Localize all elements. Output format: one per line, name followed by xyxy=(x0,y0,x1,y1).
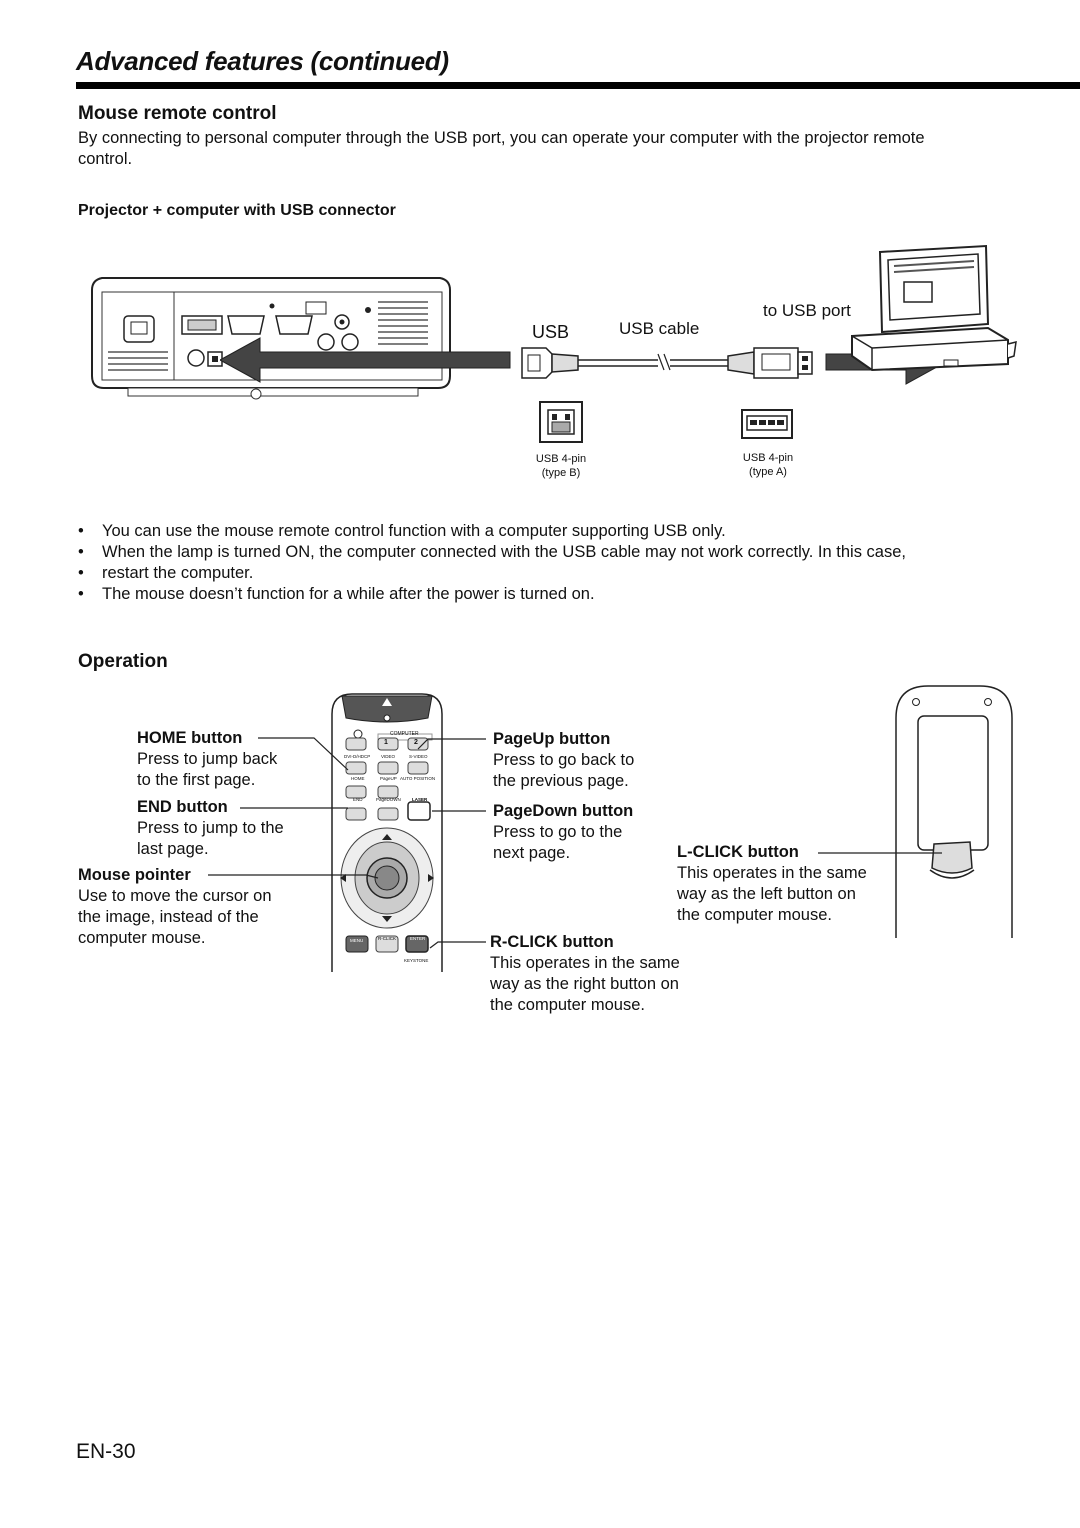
usb-cable-label: USB cable xyxy=(619,319,700,338)
remote-label-laser: LASER xyxy=(412,797,428,802)
remote-label-end[interactable]: END xyxy=(353,797,363,802)
pageup-button-desc-line2: the previous page. xyxy=(493,772,629,790)
usb-label: USB xyxy=(532,322,570,342)
mouse-pointer-desc-line3: computer mouse. xyxy=(78,929,206,947)
connector-a-caption-line1: USB 4-pin xyxy=(742,452,794,464)
remote-label-pagedown[interactable]: PageDOWN xyxy=(376,797,401,802)
rclick-button-callout: R-CLICK button This operates in the same… xyxy=(490,932,680,1016)
remote-label-dvi: DVI-D/HDCP xyxy=(344,754,371,759)
remote-label-menu[interactable]: MENU xyxy=(350,938,364,943)
end-button-title: END button xyxy=(137,798,228,816)
rclick-button-desc-line3: the computer mouse. xyxy=(490,996,645,1014)
remote-control-illustration xyxy=(331,693,443,972)
remote-label-rclick[interactable]: R-CLICK xyxy=(378,936,397,941)
mouse-pointer-desc-line1: Use to move the cursor on xyxy=(78,887,272,905)
page-title: Advanced features (continued) xyxy=(76,46,449,76)
home-button-title: HOME button xyxy=(137,729,243,747)
remote-label-2: 2 xyxy=(414,739,418,746)
note-item: The mouse doesn’t function for a while a… xyxy=(76,584,1076,605)
lclick-button-desc-line2: way as the left button on xyxy=(677,885,856,903)
intro-line-1: By connecting to personal computer throu… xyxy=(78,129,925,147)
remote-label-video: VIDEO xyxy=(381,754,396,759)
note-item-continuation: restart the computer. xyxy=(76,563,1076,584)
pageup-button-desc-line1: Press to go back to xyxy=(493,751,635,769)
subheading-projector-computer: Projector + computer with USB connector xyxy=(78,202,396,219)
page-number: EN-30 xyxy=(76,1440,136,1463)
note-item: You can use the mouse remote control fun… xyxy=(76,521,1076,542)
home-button-desc-line1: Press to jump back xyxy=(137,750,278,768)
usb-type-a-connector-icon xyxy=(741,409,793,439)
remote-back-illustration xyxy=(895,685,1013,938)
home-button-callout: HOME button Press to jump back to the fi… xyxy=(137,728,277,791)
remote-label-home[interactable]: HOME xyxy=(351,776,365,781)
remote-label-keystone: KEYSTONE xyxy=(404,958,429,963)
mouse-pointer-title: Mouse pointer xyxy=(78,866,191,884)
pagedown-button-desc-line1: Press to go to the xyxy=(493,823,623,841)
remote-label-auto-position: AUTO POSITION xyxy=(400,776,436,781)
home-button-desc-line2: to the first page. xyxy=(137,771,256,789)
lclick-button-desc-line3: the computer mouse. xyxy=(677,906,832,924)
note-item-continuation-text: restart the computer. xyxy=(102,564,254,582)
lclick-button-desc-line1: This operates in the same xyxy=(677,864,867,882)
mouse-pointer-callout: Mouse pointer Use to move the cursor on … xyxy=(78,865,272,949)
remote-label-1: 1 xyxy=(384,739,388,746)
remote-label-svideo: S-VIDEO xyxy=(409,754,428,759)
connector-b-caption-line2: (type B) xyxy=(541,467,581,479)
mouse-pointer-desc-line2: the image, instead of the xyxy=(78,908,259,926)
lclick-button-title: L-CLICK button xyxy=(677,843,799,861)
arrow-left-icon xyxy=(220,337,511,383)
pageup-button-callout: PageUp button Press to go back to the pr… xyxy=(493,729,634,792)
pagedown-button-title: PageDown button xyxy=(493,802,634,820)
end-button-desc-line2: last page. xyxy=(137,840,209,858)
pagedown-button-desc-line2: next page. xyxy=(493,844,571,862)
pageup-button-title: PageUp button xyxy=(493,730,611,748)
remote-label-pageup[interactable]: PageUP xyxy=(380,776,397,781)
pagedown-button-callout: PageDown button Press to go to the next … xyxy=(493,801,633,864)
usb-cable-illustration xyxy=(521,347,813,379)
section-heading-operation: Operation xyxy=(78,651,168,672)
connector-a-caption: USB 4-pin (type A) xyxy=(723,451,813,479)
computer-illustration xyxy=(851,244,1017,372)
usb-type-b-connector-icon xyxy=(539,401,583,443)
connector-b-caption: USB 4-pin (type B) xyxy=(516,452,606,480)
notes-list: You can use the mouse remote control fun… xyxy=(76,521,1076,605)
end-button-callout: END button Press to jump to the last pag… xyxy=(137,797,284,860)
section-heading-mouse-remote: Mouse remote control xyxy=(78,103,277,124)
note-item: When the lamp is turned ON, the computer… xyxy=(76,542,1076,563)
remote-label-enter[interactable]: ENTER xyxy=(410,936,426,941)
connector-a-caption-line2: (type A) xyxy=(749,466,787,478)
intro-paragraph: By connecting to personal computer throu… xyxy=(78,128,1078,170)
connector-b-caption-line1: USB 4-pin xyxy=(535,453,587,465)
remote-label-computer: COMPUTER xyxy=(390,731,419,737)
intro-line-2: control. xyxy=(78,150,133,168)
title-rule xyxy=(76,82,1080,89)
to-usb-port-label: to USB port xyxy=(763,301,851,320)
rclick-button-title: R-CLICK button xyxy=(490,933,614,951)
rclick-button-desc-line1: This operates in the same xyxy=(490,954,680,972)
lclick-button-callout: L-CLICK button This operates in the same… xyxy=(677,842,867,926)
end-button-desc-line1: Press to jump to the xyxy=(137,819,284,837)
rclick-button-desc-line2: way as the right button on xyxy=(490,975,679,993)
